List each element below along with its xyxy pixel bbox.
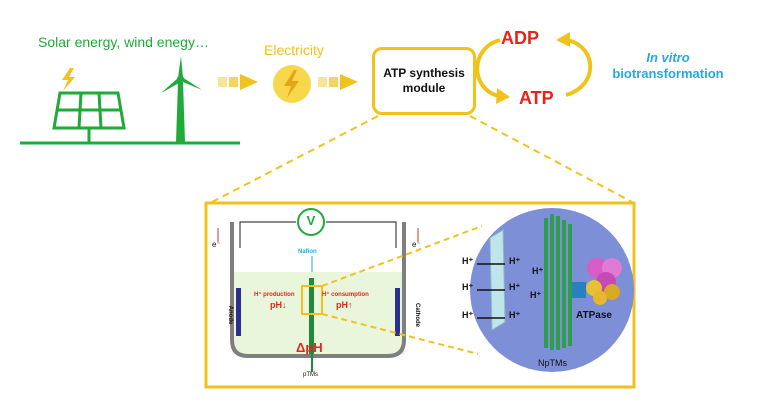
nafion-membrane — [309, 278, 314, 354]
cycle-arrow-left — [475, 38, 501, 98]
nanotube-array — [544, 214, 572, 350]
electricity-label: Electricity — [264, 42, 324, 58]
wind-turbine-icon — [161, 56, 202, 142]
h-ion-4: H⁺ — [462, 282, 474, 292]
atpase-label: ATPase — [576, 310, 612, 321]
cycle-arrowhead-right — [556, 32, 570, 47]
h-ion-7: H⁺ — [462, 310, 474, 320]
delta-ph-label: ΔpH — [296, 340, 323, 355]
zoom-line-right — [469, 115, 633, 203]
electron-left-label: e⁻ — [212, 240, 221, 249]
h-production-label: H⁺ production — [254, 292, 295, 298]
cycle-arrow-right — [565, 38, 593, 97]
arrow-to-module — [318, 74, 358, 90]
module-label-line2: module — [402, 81, 446, 95]
voltmeter-icon — [297, 208, 325, 236]
zoom-line-inner-bottom — [321, 313, 479, 355]
h-consumption-label: H⁺ consumption — [322, 292, 369, 298]
h-ion-8: H⁺ — [509, 310, 521, 320]
cathode-electrode — [395, 288, 400, 336]
membrane-sheet — [489, 229, 506, 331]
h-ion-2: H⁺ — [509, 256, 521, 266]
in-vitro-line2: biotransformation — [612, 66, 724, 81]
module-label-line1: ATP synthesis — [383, 66, 465, 80]
h-ion-3: H⁺ — [532, 266, 544, 276]
zoom-line-left — [211, 115, 379, 203]
in-vitro-label: In vitro biotransformation — [598, 50, 738, 82]
in-vitro-line1: In vitro — [646, 50, 690, 65]
anode-label: Anode — [227, 305, 233, 325]
atpase-complex — [572, 258, 622, 305]
zoom-region-box — [301, 285, 323, 315]
energy-sources-label: Solar energy, wind enegy… — [38, 34, 209, 50]
arrow-to-electricity — [218, 74, 258, 90]
lightning-small-icon — [62, 68, 75, 91]
proton-arrows — [477, 263, 505, 319]
adp-label: ADP — [501, 28, 540, 48]
electron-right-label: e⁻ — [412, 240, 421, 249]
cycle-arrowhead-left — [496, 88, 510, 104]
ph-down-label: pH↓ — [270, 300, 287, 310]
atp-label: ATP — [519, 88, 554, 108]
lightning-icon — [284, 70, 299, 98]
h-ion-1: H⁺ — [462, 256, 474, 266]
zoom-line-inner-top — [321, 225, 483, 287]
anode-electrode — [236, 288, 241, 336]
h-ion-6: H⁺ — [530, 290, 542, 300]
nafion-label: Nafion — [298, 249, 317, 255]
ph-up-label: pH↑ — [336, 300, 353, 310]
ptms-label: pTMs — [303, 372, 318, 378]
nptms-label: NpTMs — [538, 358, 567, 368]
atp-synthesis-module-box: ATP synthesis module — [372, 47, 476, 115]
cathode-label: Cathode — [414, 303, 420, 327]
solar-panel-icon — [52, 91, 126, 143]
electrochemical-cell — [217, 208, 419, 372]
voltmeter-symbol: V — [306, 213, 316, 228]
h-ion-5: H⁺ — [509, 282, 521, 292]
